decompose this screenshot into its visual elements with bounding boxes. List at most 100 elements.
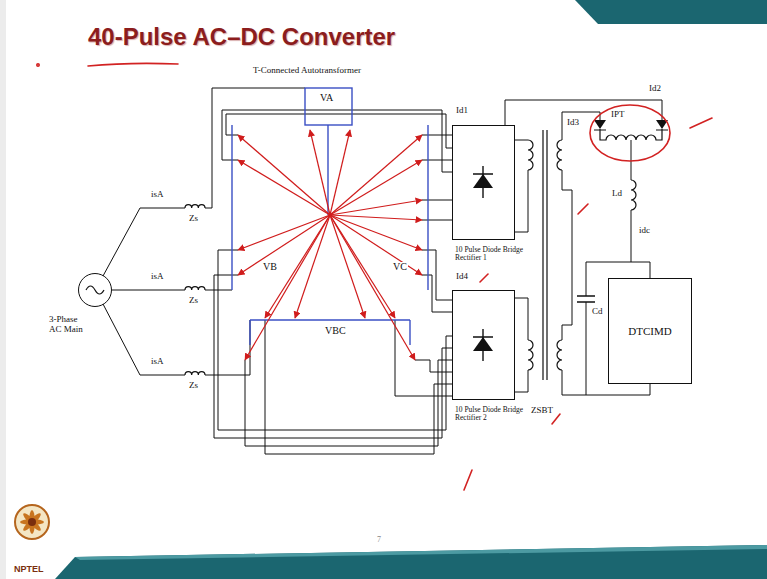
wire: [205, 320, 250, 375]
tick-mark: [578, 204, 588, 214]
winding: [249, 320, 250, 345]
current-label: isA: [150, 357, 165, 366]
winding: [305, 88, 352, 125]
winding: [409, 320, 410, 345]
header-band: [575, 0, 767, 24]
coil: [528, 140, 533, 170]
phasor-arrow: [330, 215, 415, 360]
voltage-label: VA: [319, 93, 334, 103]
wire: [214, 275, 452, 438]
wire: [515, 298, 528, 340]
wire: [245, 360, 452, 446]
wire: [103, 304, 185, 375]
phasor-arrow: [330, 215, 422, 220]
wires: [103, 88, 662, 454]
rectifier-label: 10 Pulse Diode Bridge Rectifier 2: [455, 406, 527, 423]
diode-symbol: [473, 329, 493, 361]
source-label: 3-Phase AC Main: [49, 315, 89, 335]
current-label: Id3: [566, 118, 580, 127]
wire: [265, 320, 452, 454]
current-label: Id2: [648, 84, 662, 93]
rectifier-box: 10 Pulse Diode Bridge Rectifier 1: [452, 125, 515, 240]
logo-text: NPTEL: [13, 565, 45, 574]
voltage-label: VC: [392, 262, 408, 272]
logo-petal: [29, 510, 35, 534]
line-impedances: [185, 205, 205, 375]
zsbt-transformer: [528, 130, 562, 380]
wire: [395, 320, 452, 396]
rectifier-label: 10 Pulse Diode Bridge Rectifier 1: [455, 246, 527, 263]
winding: [327, 125, 328, 215]
current-label: isA: [150, 272, 165, 281]
component-title: T-Connected Autotransformer: [252, 66, 362, 75]
phasor-arrow: [310, 130, 330, 215]
current-label: Id1: [455, 106, 469, 115]
logo-petal: [21, 511, 42, 532]
phasor-arrow: [238, 160, 330, 215]
wire: [562, 112, 600, 140]
phasor-arrow: [330, 160, 422, 215]
wire: [562, 370, 586, 395]
wire: [112, 290, 185, 291]
voltage-label: VB: [262, 262, 278, 272]
phasor-arrow: [238, 215, 330, 275]
inductor-symbol: [631, 180, 636, 210]
sine-symbol: [86, 286, 104, 294]
phasor-arrow: [330, 215, 422, 275]
wire: [422, 275, 452, 312]
component-label: ZSBT: [530, 406, 554, 415]
tick-mark: [690, 118, 712, 128]
wire: [631, 210, 650, 278]
autotransformer-windings: [232, 88, 428, 345]
component-label: IPT: [610, 110, 626, 119]
coil: [557, 140, 562, 170]
voltage-label: VBC: [324, 326, 347, 336]
wire: [205, 88, 305, 208]
footer-band: [55, 545, 767, 579]
footer-stripe: [75, 545, 767, 560]
diode-symbols: [473, 166, 493, 361]
diode-bar: [594, 129, 668, 132]
tick-mark: [464, 470, 472, 490]
tick-mark: [480, 274, 488, 282]
underline-mark: [88, 63, 178, 66]
diode-symbol: [473, 166, 493, 198]
phasor-arrow: [330, 200, 422, 215]
motor-drive-box: DTCIMD: [608, 278, 692, 384]
current-label: idc: [638, 226, 651, 235]
wire: [226, 114, 452, 148]
wire: [415, 360, 452, 372]
logo-center: [28, 518, 36, 526]
wire: [515, 170, 528, 232]
side-band: [0, 0, 6, 579]
phasor-arrow: [330, 130, 350, 215]
dot-mark: [37, 64, 39, 66]
drive-label: DTCIMD: [628, 325, 671, 337]
inductor-symbol: [185, 205, 205, 208]
logo-petal: [20, 519, 44, 525]
impedance-label: Zs: [188, 381, 199, 390]
wire: [422, 200, 452, 201]
circle-mark: [590, 105, 670, 161]
impedance-label: Zs: [188, 296, 199, 305]
hand-annotations: [37, 63, 712, 490]
component-label: Ld: [611, 189, 623, 198]
current-label: Id4: [455, 272, 469, 281]
wire: [422, 220, 452, 221]
wire: [631, 140, 632, 180]
wire: [586, 302, 650, 395]
slide-title: 40-Pulse AC–DC Converter: [88, 24, 395, 50]
ipt-coil: [600, 132, 662, 140]
phasor-arrow: [330, 135, 422, 215]
wire: [422, 135, 452, 136]
inductor-symbol: [185, 372, 205, 375]
wire: [562, 170, 572, 340]
wire: [515, 140, 528, 141]
component-label: Cd: [591, 307, 604, 316]
core: [543, 130, 547, 380]
wire: [218, 250, 452, 430]
diode-symbol: [594, 120, 606, 129]
page-number: 7: [376, 536, 382, 544]
phasor-arrow: [245, 215, 330, 360]
